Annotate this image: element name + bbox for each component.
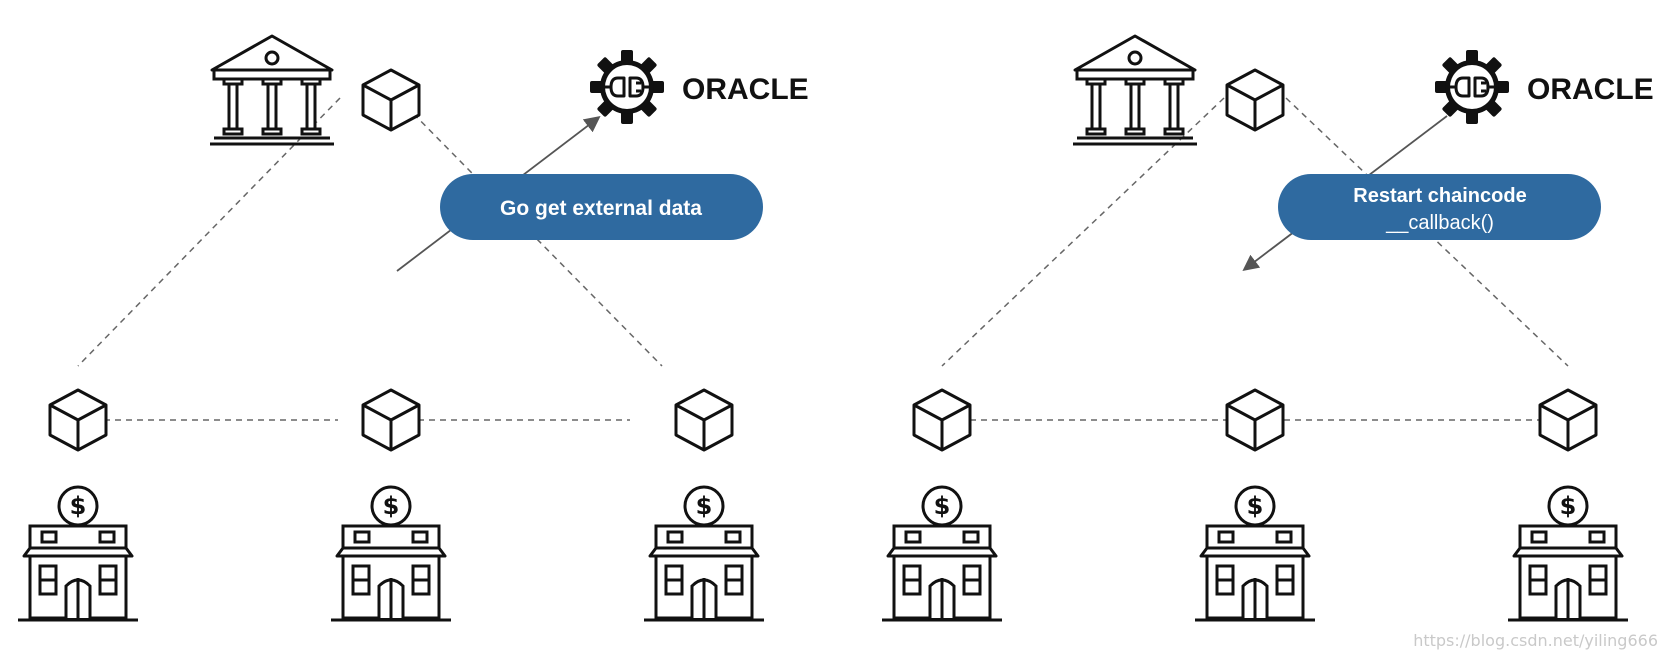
shop-icon xyxy=(1193,485,1317,622)
gear-plug-icon xyxy=(588,48,666,126)
cube-icon xyxy=(1225,68,1285,132)
instruction-pill: Go get external data xyxy=(440,174,763,240)
cube-icon xyxy=(1538,388,1598,452)
cube-icon xyxy=(674,388,734,452)
oracle-label: ORACLE xyxy=(1527,73,1654,106)
pill-text-line1: Restart chaincode xyxy=(1353,185,1526,207)
cube-icon xyxy=(361,388,421,452)
bank-icon xyxy=(208,34,336,146)
cube-icon xyxy=(48,388,108,452)
shop-icon xyxy=(16,485,140,622)
bank-icon xyxy=(1071,34,1199,146)
pill-text: Go get external data xyxy=(500,197,702,220)
shop-icon xyxy=(642,485,766,622)
cube-icon xyxy=(1225,388,1285,452)
shop-icon xyxy=(329,485,453,622)
dashed-connections xyxy=(77,97,663,421)
watermark: https://blog.csdn.net/yiling666 xyxy=(1413,631,1658,650)
cube-icon xyxy=(912,388,972,452)
pill-text-line2: __callback() xyxy=(1385,212,1494,234)
oracle-label: ORACLE xyxy=(682,73,809,106)
instruction-pill: Restart chaincode __callback() xyxy=(1278,174,1601,240)
dashed-connections xyxy=(941,97,1569,421)
cube-icon xyxy=(361,68,421,132)
panel-left: ORACLE Go get external data xyxy=(16,34,809,622)
shop-icon xyxy=(880,485,1004,622)
gear-plug-icon xyxy=(1433,48,1511,126)
shop-icon xyxy=(1506,485,1630,622)
panel-right: ORACLE Restart chaincode __callback() xyxy=(880,34,1654,622)
